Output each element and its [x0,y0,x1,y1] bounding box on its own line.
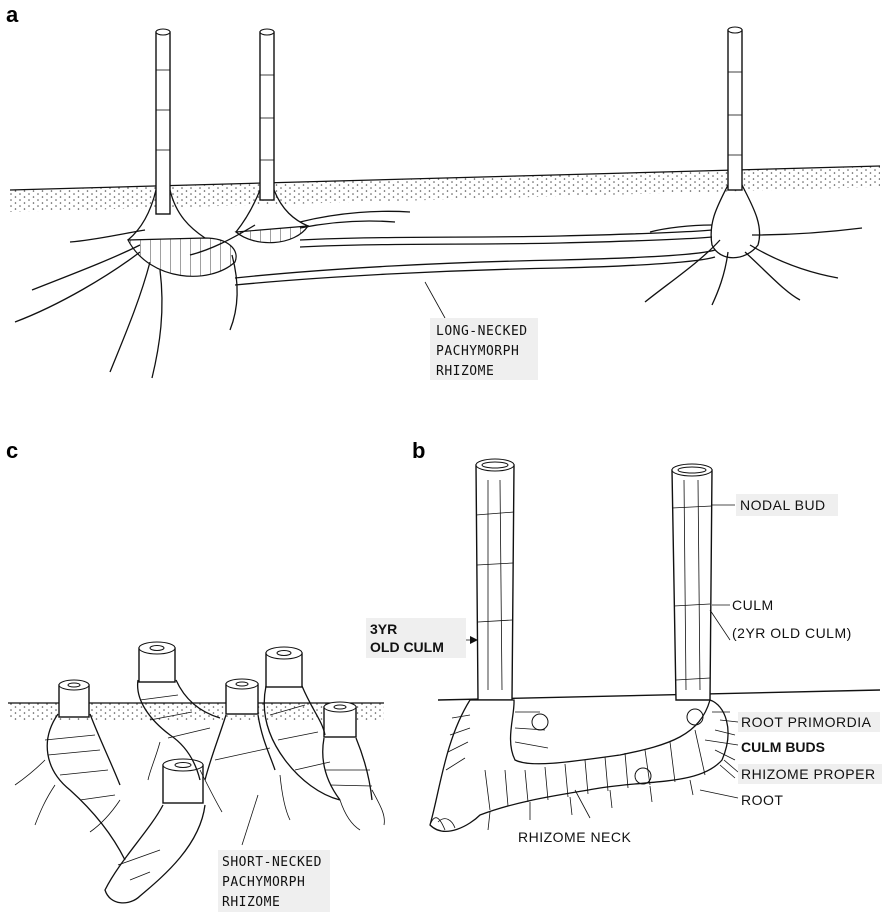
soil-surface-a [10,166,880,212]
culm-b-right [672,464,712,700]
label-culm: CULM [732,597,774,613]
label-a: LONG-NECKED PACHYMORPH RHIZOME [430,318,538,380]
label-3yr: 3YR [370,621,397,637]
rhizome-necks-a [235,230,715,285]
label-a-line2: PACHYMORPH [436,344,519,359]
label-c-line2: PACHYMORPH [222,875,305,890]
culm-stumps-c [59,642,356,803]
culm-b-left [476,459,514,700]
label-c: SHORT-NECKED PACHYMORPH RHIZOME [218,850,330,912]
panel-letter-b: b [412,438,425,463]
culm-a1 [128,29,205,240]
label-c-line3: RHIZOME [222,895,280,910]
label-root-primordia: ROOT PRIMORDIA [741,714,872,730]
panel-letter-c: c [6,438,18,463]
rhizome-b [430,700,728,831]
label-culm-buds: CULM BUDS [741,739,825,755]
culm-a3 [711,27,760,258]
label-rhizome-proper: RHIZOME PROPER [741,766,876,782]
label-culm-age: (2YR OLD CULM) [732,625,852,641]
label-nodal-bud: NODAL BUD [740,497,826,513]
label-c-line1: SHORT-NECKED [222,855,322,870]
rhizome-body-a2 [236,226,308,243]
label-a-line3: RHIZOME [436,364,494,379]
label-rhizome-neck: RHIZOME NECK [518,829,632,845]
leader-line-c [242,795,258,845]
label-old-culm: OLD CULM [370,639,444,655]
panel-b: b [366,438,882,845]
leader-line-a [425,282,445,318]
panel-c: c [6,438,384,912]
panel-a: a [6,2,880,380]
label-a-line1: LONG-NECKED [436,324,528,339]
panel-letter-a: a [6,2,19,27]
label-root: ROOT [741,792,783,808]
